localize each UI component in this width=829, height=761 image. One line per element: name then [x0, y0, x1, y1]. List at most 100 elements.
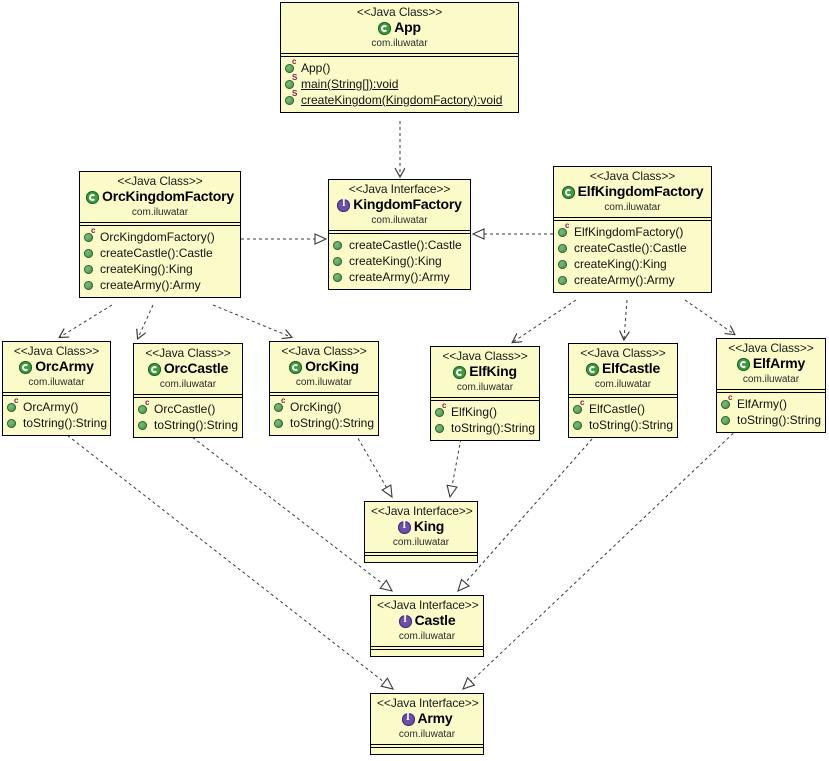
member-signature: toString():String: [589, 417, 674, 432]
stereotype-label: <<Java Class>>: [117, 174, 203, 188]
public-member-dot-icon: [558, 228, 567, 238]
class-icon: [561, 185, 575, 199]
node-title-row: ElfKingdomFactory: [560, 184, 705, 200]
member-signature: createKing():King: [574, 256, 667, 271]
edge-elfcastle-to-castle: [457, 429, 601, 592]
compartment-separator: [80, 222, 240, 227]
member-row[interactable]: createArmy():Army: [333, 269, 466, 285]
public-member-dot-icon: [285, 64, 294, 74]
member-row[interactable]: createArmy():Army: [558, 272, 707, 288]
member-row[interactable]: createKing():King: [558, 256, 707, 272]
member-row[interactable]: toString():String: [7, 415, 108, 431]
public-member-dot-icon: [285, 80, 294, 90]
member-signature: ElfArmy(): [737, 396, 787, 411]
member-row[interactable]: createCastle():Castle: [558, 240, 707, 256]
member-row[interactable]: toString():String: [274, 415, 374, 431]
member-visibility-icon: c: [84, 226, 99, 243]
member-signature: main(String[]):void: [301, 76, 399, 91]
package-label: com.iluwatar: [371, 215, 428, 227]
compartment-separator: [281, 53, 518, 58]
member-row[interactable]: createKing():King: [333, 253, 466, 269]
member-row[interactable]: toString():String: [138, 417, 238, 433]
stereotype-label: <<Java Class>>: [145, 346, 231, 360]
member-visibility-icon: [558, 257, 573, 270]
type-name: ElfArmy: [752, 355, 806, 372]
member-row[interactable]: toString():String: [721, 412, 821, 428]
member-signature: createCastle():Castle: [349, 237, 462, 252]
member-row[interactable]: toString():String: [435, 420, 535, 436]
constructor-modifier-marker: c: [728, 393, 733, 403]
public-member-dot-icon: [558, 244, 567, 254]
member-row[interactable]: createCastle():Castle: [333, 237, 466, 253]
package-label: com.iluwatar: [398, 729, 456, 741]
constructor-modifier-marker: c: [565, 221, 570, 231]
member-signature: toString():String: [737, 412, 822, 427]
compartment-separator: [371, 646, 483, 651]
constructor-modifier-marker: c: [442, 401, 447, 411]
public-member-dot-icon: [558, 276, 567, 286]
public-member-dot-icon: [84, 265, 93, 275]
member-row[interactable]: createArmy():Army: [84, 277, 236, 293]
stereotype-label: <<Java Class>>: [580, 346, 666, 360]
member-signature: toString():String: [23, 415, 108, 430]
member-row[interactable]: toString():String: [573, 417, 673, 433]
member-signature: OrcKing(): [290, 399, 342, 414]
type-name: KingdomFactory: [353, 196, 462, 213]
public-member-dot-icon: [84, 249, 93, 259]
class-icon: [453, 365, 467, 379]
package-label: com.iluwatar: [594, 379, 652, 391]
static-modifier-marker: S: [292, 89, 298, 99]
public-member-dot-icon: [138, 405, 147, 415]
constructor-modifier-marker: c: [91, 226, 96, 236]
public-member-dot-icon: [138, 421, 147, 431]
compartment-separator: [3, 392, 110, 397]
node-title-row: OrcKingdomFactory: [86, 189, 234, 205]
member-signature: createKing():King: [100, 261, 193, 276]
public-member-dot-icon: [333, 241, 342, 251]
compartment-separator: [717, 389, 825, 394]
edge-orckingdomfactory-to-orcarmy: [60, 304, 113, 337]
uml-node-kingdom-factory[interactable]: <<Java Interface>>KingdomFactorycom.iluw…: [328, 179, 471, 291]
package-label: com.iluwatar: [28, 377, 85, 389]
member-row[interactable]: createCastle():Castle: [84, 245, 236, 261]
class-icon: [86, 190, 100, 204]
public-member-dot-icon: [721, 416, 730, 426]
member-row[interactable]: c ElfArmy(): [721, 393, 821, 412]
public-member-dot-icon: [573, 405, 582, 415]
node-title-row: App: [287, 20, 512, 36]
stereotype-label: <<Java Interface>>: [377, 696, 479, 710]
public-member-dot-icon: [721, 400, 730, 410]
edge-orccastle-to-castle: [182, 429, 394, 592]
member-visibility-icon: S: [285, 89, 300, 106]
member-row[interactable]: createKing():King: [84, 261, 236, 277]
constructor-modifier-marker: c: [292, 57, 297, 67]
